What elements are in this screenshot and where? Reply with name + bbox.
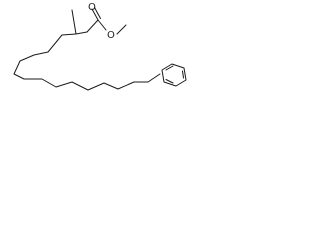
alkyl-chain xyxy=(13,33,161,91)
carbonyl-bond xyxy=(91,8,99,21)
phenyl-double-bond xyxy=(165,79,174,84)
ester-bond xyxy=(97,19,107,31)
ester-methyl-bond xyxy=(116,24,127,35)
backbone-bond xyxy=(75,31,88,35)
ester-oxygen-label: O xyxy=(107,30,115,41)
chemical-structure: O O xyxy=(0,0,190,98)
methyl-bond xyxy=(71,9,77,35)
phenyl-double-bond xyxy=(165,65,174,71)
backbone-bond xyxy=(86,19,99,33)
background xyxy=(0,0,190,98)
carbonyl-oxygen-label: O xyxy=(88,2,96,13)
carbonyl-bond xyxy=(94,7,101,19)
phenyl-double-bond xyxy=(182,70,184,79)
phenyl-ring xyxy=(161,63,187,87)
